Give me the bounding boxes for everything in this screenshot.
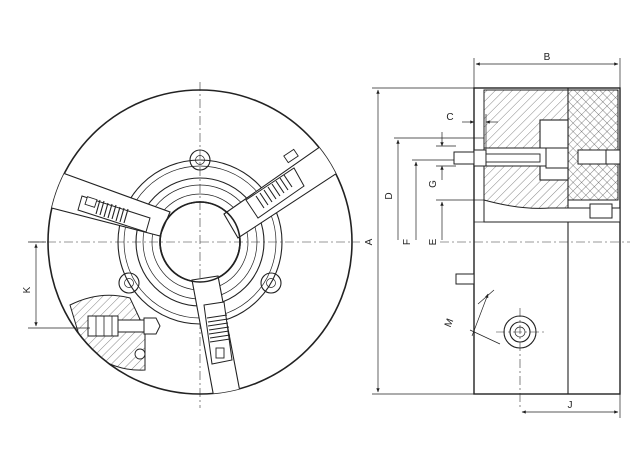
dimension-g: G — [428, 132, 456, 188]
dimension-a-label: A — [364, 238, 375, 245]
dimension-e: E — [428, 199, 484, 245]
side-peg — [455, 273, 475, 285]
side-view: B C A D F — [364, 52, 630, 418]
jaw-upper-right — [245, 167, 305, 219]
dimension-d: D — [384, 137, 484, 240]
dimension-j: J — [521, 394, 621, 418]
dimension-j-label: J — [568, 400, 573, 411]
dimension-k: K — [22, 241, 90, 329]
dimension-a: A — [364, 87, 474, 395]
chuck-body-outline — [47, 89, 353, 395]
mounting-hole-right — [260, 272, 282, 294]
socket-screw — [496, 308, 544, 410]
mounting-hole-left — [118, 272, 140, 294]
dimension-f-label: F — [402, 239, 413, 245]
mounting-hole-top — [189, 149, 211, 171]
dimension-c: C — [446, 112, 498, 150]
dimension-b-label: B — [544, 52, 551, 63]
threaded-stud — [453, 149, 541, 167]
front-view: K — [22, 82, 360, 408]
dimension-g-label: G — [428, 180, 439, 188]
dimension-f: F — [402, 159, 454, 245]
dimension-c-label: C — [446, 112, 453, 123]
dimension-m-label: M — [443, 317, 456, 329]
dimension-d-label: D — [384, 192, 395, 199]
dimension-k-label: K — [22, 286, 33, 293]
dimension-e-label: E — [428, 238, 439, 245]
actuating-screw-front — [87, 315, 161, 360]
dimension-b: B — [473, 52, 621, 88]
dimension-m: M — [443, 289, 501, 345]
